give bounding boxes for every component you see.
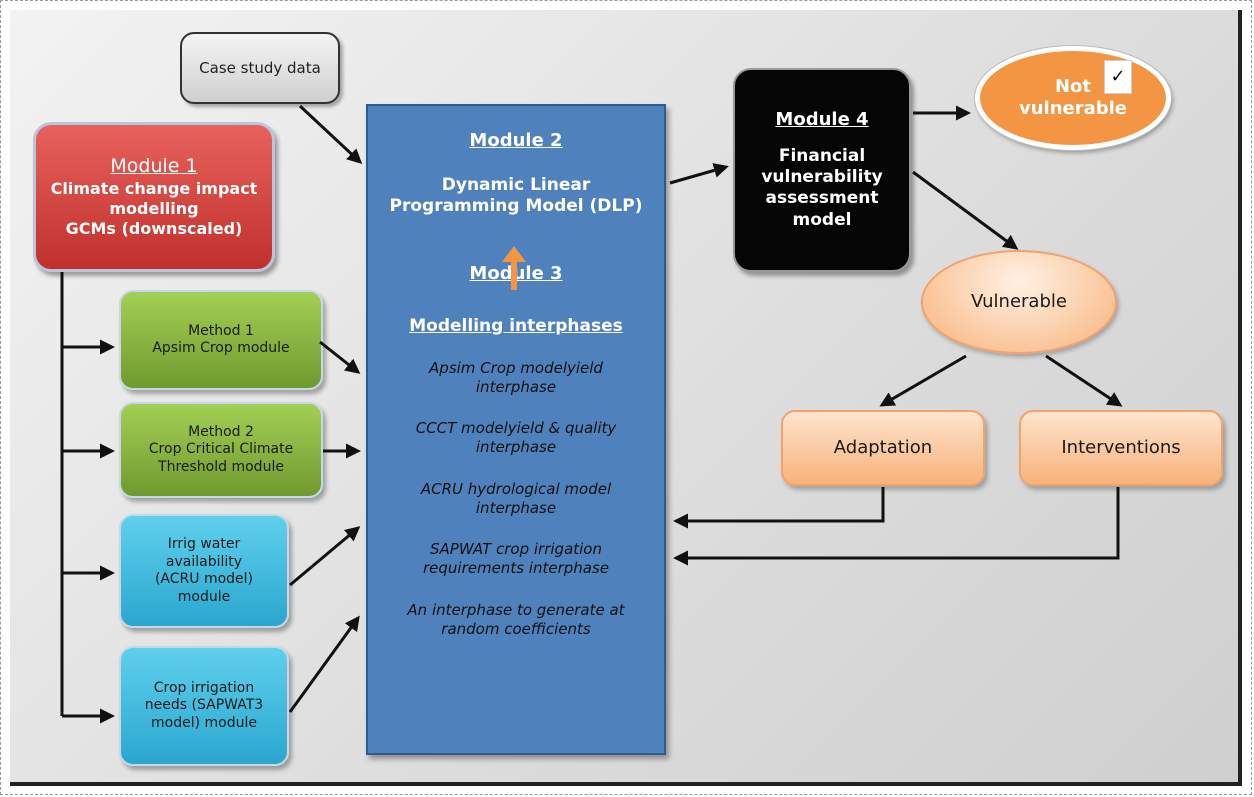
module2-line: Dynamic Linear <box>441 174 591 195</box>
method1-line: Method 1 <box>188 322 254 339</box>
arrow-module4-to-vulnerable <box>912 170 1019 250</box>
not-vulnerable-line: Not <box>1054 75 1092 97</box>
arrow-method1-to-module2 <box>319 340 361 374</box>
adaptation-feedback <box>673 487 885 529</box>
arrow-vulnerable-to-adaptation <box>879 354 967 407</box>
module2-title: Module 2 <box>469 130 563 151</box>
interphase-line: An interphase to generate at <box>407 600 625 619</box>
irrig-line: module <box>177 588 231 605</box>
irrig-line: Irrig water <box>167 536 241 552</box>
module4-title: Module 4 <box>775 109 869 131</box>
cropirr-line: model) module <box>151 714 257 731</box>
module4-line: assessment <box>765 188 879 209</box>
interphase-line: random coefficients <box>441 619 591 638</box>
cropirr-line: needs (SAPWAT3 <box>144 697 264 714</box>
module4-line: vulnerability <box>761 167 883 187</box>
vulnerable-ellipse[interactable]: Vulnerable <box>921 250 1117 354</box>
interventions-label: Interventions <box>1061 436 1181 458</box>
module2-line: Programming Model (DLP) <box>389 195 643 216</box>
irrig-line: availability <box>165 553 243 570</box>
adaptation-label: Adaptation <box>833 436 933 458</box>
method2-line: Threshold module <box>158 458 284 475</box>
interphase-line: Apsim Crop modelyield <box>429 358 603 377</box>
irrig-line: (ACRU model) <box>154 571 254 587</box>
interventions-feedback <box>673 487 1120 566</box>
adaptation-box[interactable]: Adaptation <box>781 410 985 486</box>
module1-box[interactable]: Module 1 Climate change impact modelling… <box>33 122 275 272</box>
method2-box[interactable]: Method 2 Crop Critical Climate Threshold… <box>119 402 323 498</box>
method1-box[interactable]: Method 1 Apsim Crop module <box>119 290 323 390</box>
module3-up-arrowhead <box>502 246 526 262</box>
method2-line: Method 2 <box>188 423 254 440</box>
interphase-item: ACRU hydrological model interphase <box>407 480 624 518</box>
interphase-line: requirements interphase <box>422 559 609 577</box>
crop-irrigation-box[interactable]: Crop irrigation needs (SAPWAT3 model) mo… <box>119 646 289 766</box>
module1-title: Module 1 <box>110 155 198 178</box>
interphase-list: Apsim Crop modelyield interphase CCCT mo… <box>407 359 624 639</box>
module4-line: Financial <box>778 145 866 166</box>
arrow-cropirr-to-module2 <box>288 615 360 713</box>
method2-line: Crop Critical Climate <box>148 441 294 458</box>
module3-subtitle: Modelling interphases <box>409 315 623 336</box>
module1-line: modelling <box>109 198 199 218</box>
not-vulnerable-line: vulnerable <box>1018 98 1128 119</box>
module4-line: model <box>792 209 852 230</box>
arrow-vulnerable-to-interventions <box>1045 354 1123 407</box>
interphase-item: An interphase to generate at random coef… <box>407 601 624 639</box>
interphase-item: CCCT modelyield & quality interphase <box>407 419 624 457</box>
not-vulnerable-ellipse[interactable]: Not vulnerable <box>975 46 1171 150</box>
interventions-box[interactable]: Interventions <box>1019 410 1223 486</box>
irrig-water-box[interactable]: Irrig water availability (ACRU model) mo… <box>119 514 289 628</box>
interphase-line: interphase <box>475 438 557 456</box>
interphase-item: Apsim Crop modelyield interphase <box>407 359 624 397</box>
interphase-line: SAPWAT crop irrigation <box>429 540 602 559</box>
interphase-line: interphase <box>475 498 557 517</box>
check-glyph: ✓ <box>1110 65 1126 87</box>
interphase-item: SAPWAT crop irrigation requirements inte… <box>407 540 624 578</box>
interphase-line: interphase <box>475 377 557 396</box>
check-icon: ✓ <box>1104 60 1132 94</box>
arrow-irrig-to-module2 <box>289 526 361 587</box>
module2-box[interactable]: Module 2 Dynamic Linear Programming Mode… <box>366 104 666 755</box>
vulnerable-label: Vulnerable <box>971 290 1067 312</box>
module1-line: Climate change impact <box>50 178 258 198</box>
interphase-line: ACRU hydrological model <box>420 479 612 498</box>
arrow-module2-to-module4 <box>669 163 729 185</box>
cropirr-line: Crop irrigation <box>153 679 255 696</box>
module4-box[interactable]: Module 4 Financial vulnerability assessm… <box>733 68 911 272</box>
case-study-box[interactable]: Case study data <box>180 32 340 104</box>
arrow-case-to-module2 <box>298 104 363 165</box>
method1-line: Apsim Crop module <box>152 340 290 356</box>
module1-line: GCMs (downscaled) <box>65 218 243 238</box>
interphase-line: CCCT modelyield & quality <box>415 419 617 438</box>
case-study-label: Case study data <box>199 58 321 77</box>
